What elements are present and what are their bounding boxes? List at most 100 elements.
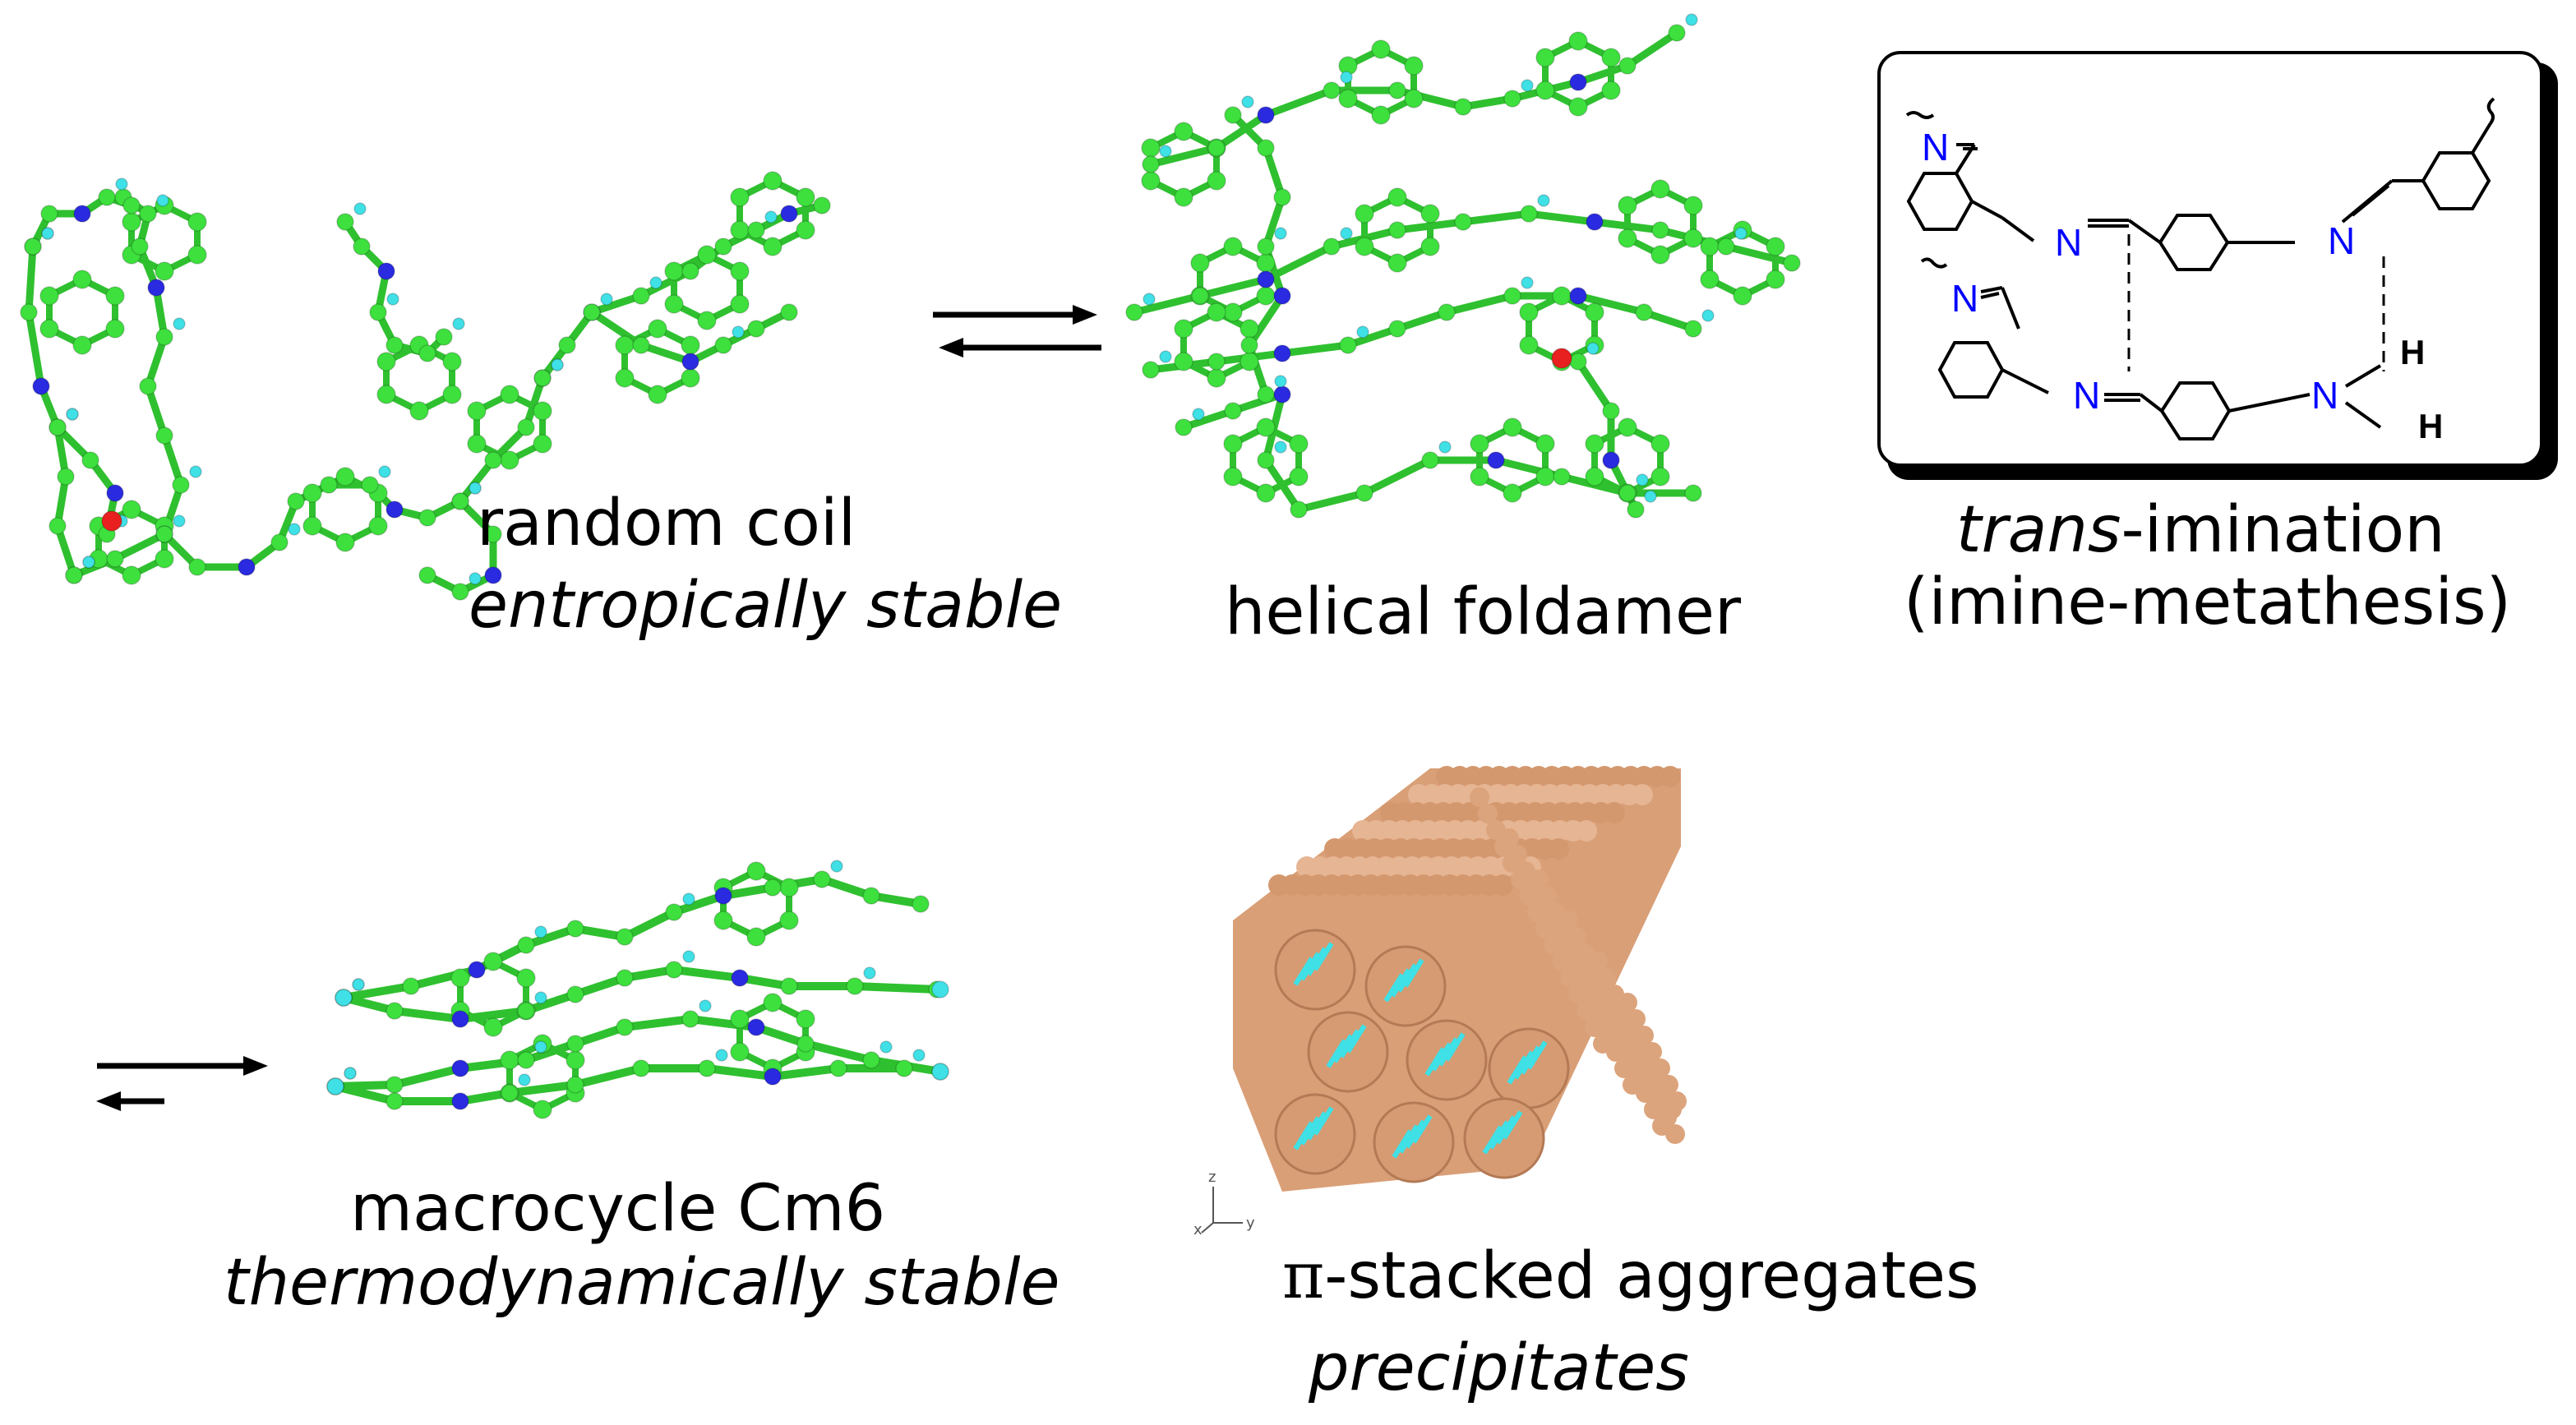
carbon-atom: [1355, 237, 1374, 256]
carbon-atom: [368, 516, 388, 536]
carbon-atom: [155, 328, 173, 346]
carbon-atom: [1650, 245, 1670, 265]
hydrogen-atom: [173, 514, 186, 528]
carbon-atom: [1552, 286, 1572, 306]
carbon-atom: [1717, 238, 1735, 256]
hydrogen-atom: [551, 358, 564, 371]
hydrogen-atom: [1241, 95, 1254, 108]
carbon-atom: [664, 294, 684, 314]
carbon-atom: [484, 451, 502, 469]
oxygen-atom: [1551, 348, 1572, 369]
carbon-atom: [320, 476, 338, 494]
aggregate-hydrogen-stripe: [1405, 1119, 1426, 1149]
hydrogen-atom: [115, 178, 128, 191]
carbon-atom: [1535, 467, 1555, 487]
chem-atom-h-2: H: [2418, 407, 2444, 445]
hydrogen-atom: [1636, 473, 1649, 487]
carbon-atom: [583, 303, 601, 321]
carbon-atom: [516, 968, 536, 988]
carbon-atom: [1635, 303, 1653, 321]
carbon-atom: [632, 287, 650, 305]
carbon-atom: [697, 245, 717, 265]
hydrogen-atom: [715, 1049, 728, 1062]
carbon-atom: [533, 401, 552, 421]
carbon-atom: [1207, 139, 1226, 157]
carbon-atom: [632, 1059, 650, 1077]
aggregate-hydrogen-stripe: [1431, 1042, 1452, 1072]
helical-foldamer-model: [1125, 13, 1801, 519]
hydrogen-atom: [452, 317, 465, 330]
carbon-atom: [566, 920, 584, 938]
aggregate-sphere: [1632, 784, 1653, 805]
carbon-atom: [517, 1051, 535, 1069]
carbon-atom: [615, 335, 635, 355]
hydrogen-atom: [335, 989, 353, 1007]
hydrogen-atom: [1734, 227, 1747, 240]
carbon-atom: [1387, 187, 1407, 207]
carbon-atom: [1207, 302, 1226, 322]
hydrogen-atom: [1340, 227, 1353, 240]
carbon-atom: [912, 895, 930, 913]
carbon-atom: [1503, 483, 1522, 503]
carbon-atom: [1700, 270, 1720, 289]
nitrogen-atom: [1273, 287, 1291, 305]
carbon-atom: [1191, 287, 1209, 305]
carbon-atom: [665, 903, 683, 921]
hydrogen-atom: [173, 317, 186, 330]
hydrogen-atom: [344, 1067, 357, 1080]
carbon-atom: [681, 1010, 699, 1028]
aggregate-hydrogen-stripe: [1346, 1024, 1367, 1054]
carbon-atom: [1553, 468, 1571, 486]
hydrogen-atom: [518, 1073, 531, 1086]
carbon-atom: [846, 977, 864, 995]
carbon-atom: [1585, 467, 1604, 487]
carbon-atom: [1387, 253, 1407, 273]
carbon-atom: [615, 368, 635, 388]
carbon-atom: [1371, 39, 1391, 59]
carbon-atom: [483, 952, 503, 971]
carbon-atom: [1289, 434, 1309, 454]
carbon-atom: [763, 171, 782, 191]
carbon-atom: [895, 1059, 913, 1077]
carbon-atom: [616, 1018, 634, 1036]
aggregate-hydrogen-stripe: [1313, 942, 1334, 971]
nitrogen-atom: [714, 887, 732, 905]
carbon-atom: [1323, 81, 1341, 99]
carbon-atom: [131, 238, 149, 256]
carbon-atom: [1618, 484, 1637, 502]
aggregate-hydrogen-stripe: [1306, 947, 1327, 976]
aggregate-hydrogen-stripe: [1424, 1047, 1446, 1077]
carbon-atom: [746, 927, 766, 947]
carbon-atom: [409, 401, 429, 421]
carbon-atom: [336, 213, 354, 231]
axes-triad: [1201, 1187, 1243, 1234]
carbon-atom: [1404, 56, 1424, 76]
carbon-atom: [1256, 483, 1276, 503]
carbon-atom: [1257, 238, 1275, 256]
carbon-atom: [566, 1035, 584, 1053]
carbon-atom: [1519, 335, 1539, 355]
carbon-atom: [1766, 237, 1785, 256]
carbon-atom: [500, 1050, 519, 1070]
hydrogen-atom: [1274, 227, 1287, 240]
carbon-atom: [616, 928, 634, 946]
carbon-atom: [1601, 48, 1621, 67]
carbon-atom: [1257, 139, 1275, 157]
carbon-atom: [48, 418, 67, 436]
hydrogen-atom: [378, 465, 391, 478]
carbon-atom: [862, 887, 880, 905]
aggregates-subtitle: precipitates: [1309, 1331, 1689, 1405]
aggregate-hydrogen-stripe: [1526, 1040, 1548, 1070]
carbon-atom: [714, 336, 732, 354]
aggregate-sphere: [1659, 1075, 1678, 1095]
carbon-atom: [1421, 451, 1439, 469]
carbon-atom: [385, 336, 404, 354]
hydrogen-atom: [1644, 490, 1657, 503]
aggregate-sphere: [1665, 1124, 1685, 1144]
carbon-atom: [796, 187, 815, 207]
carbon-atom: [1601, 81, 1621, 100]
carbon-atom: [155, 427, 173, 445]
carbon-atom: [747, 320, 765, 338]
carbon-atom: [1470, 467, 1489, 487]
equilibrium-arrows-top: [933, 305, 1101, 357]
